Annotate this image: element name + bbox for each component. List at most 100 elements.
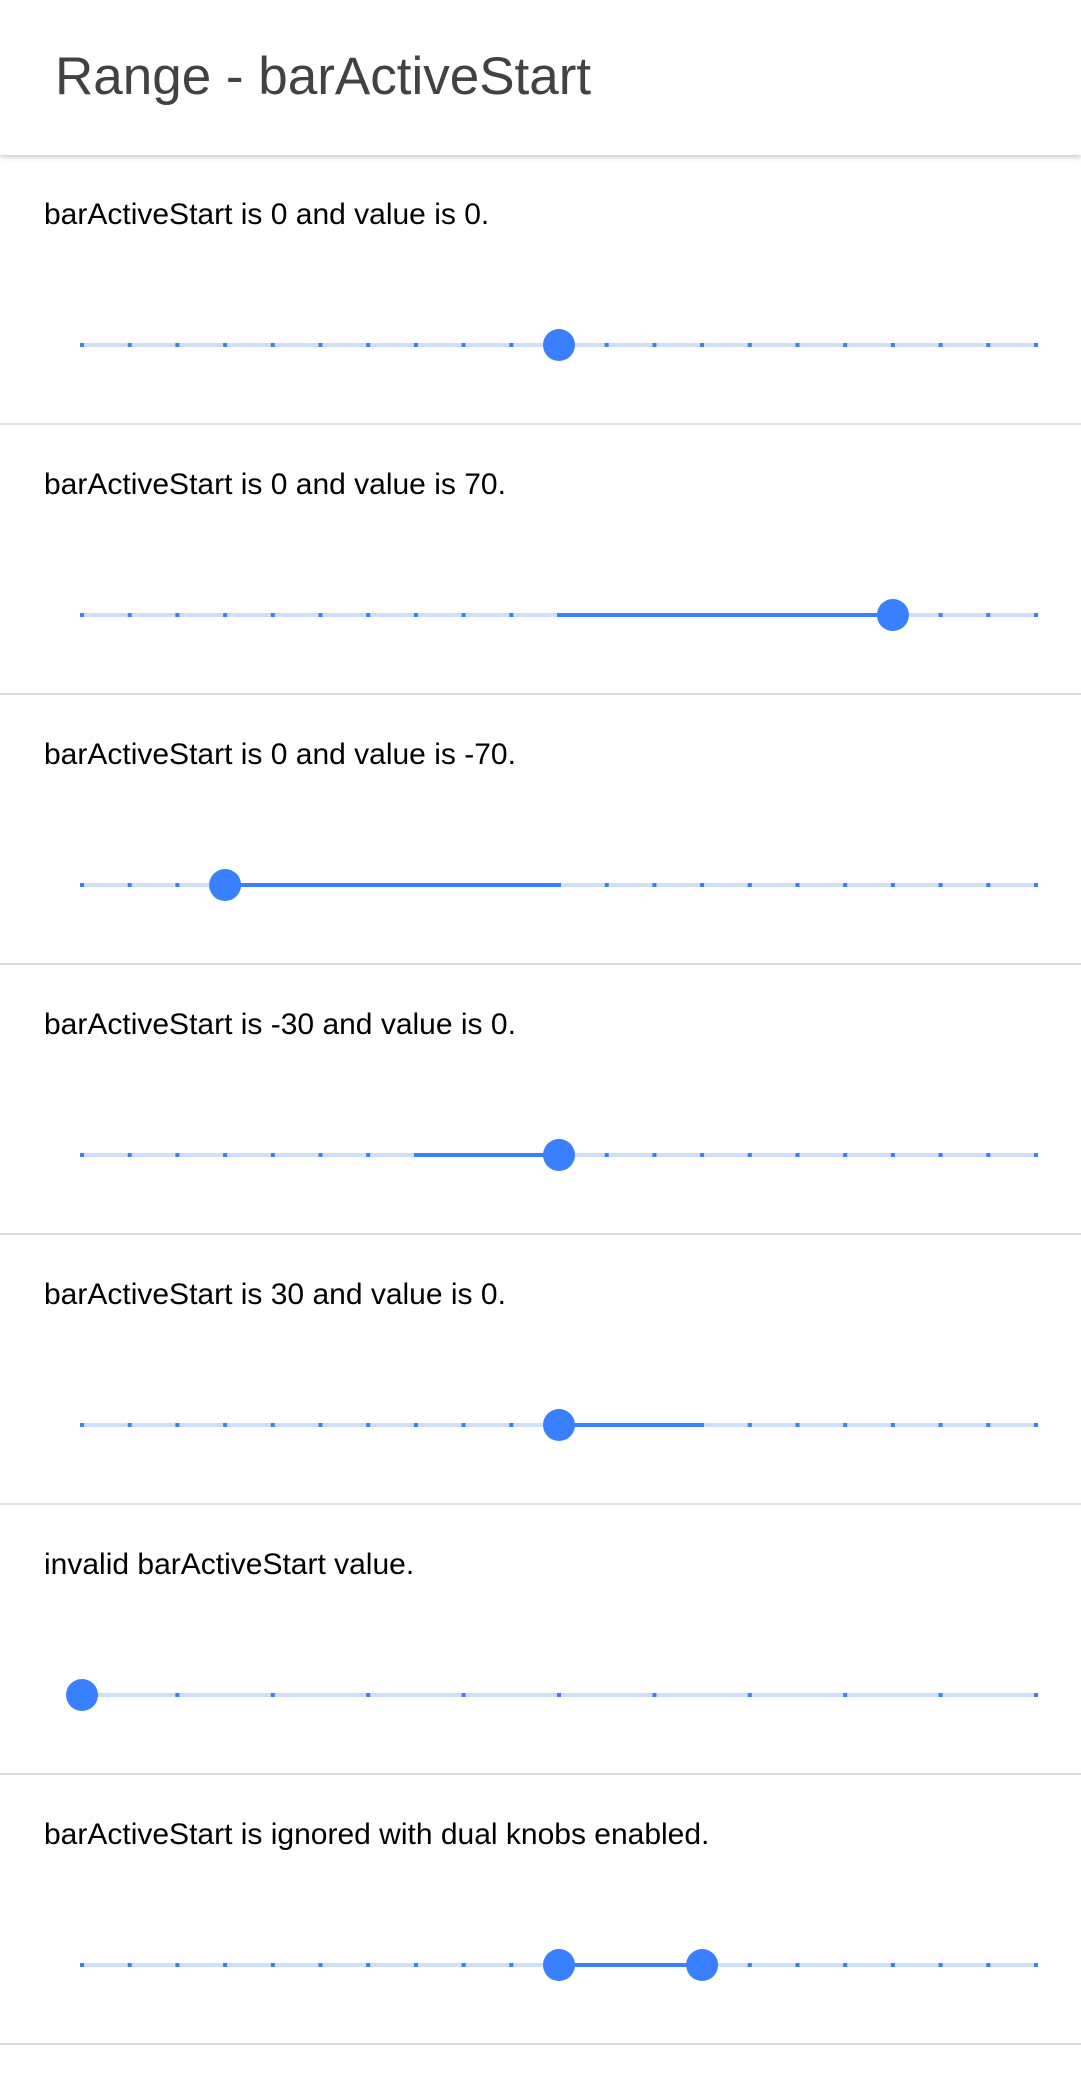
range-tick (986, 613, 991, 617)
range-tick (843, 613, 848, 617)
range-tick (747, 883, 752, 887)
range-slider[interactable] (0, 315, 1081, 375)
range-tick (175, 1423, 180, 1427)
range-tick (175, 883, 180, 887)
range-tick (890, 883, 895, 887)
range-tick (175, 1693, 180, 1697)
range-tick (223, 343, 228, 347)
range-tick (175, 343, 180, 347)
range-slider[interactable] (0, 1125, 1081, 1185)
range-tick (270, 883, 275, 887)
range-tick (652, 1153, 657, 1157)
list-item: barActiveStart is 0 and value is 0. (0, 155, 1081, 425)
range-list: barActiveStart is 0 and value is 0. barA… (0, 155, 1081, 2045)
range-tick (127, 1423, 132, 1427)
range-tick (127, 613, 132, 617)
range-tick (795, 613, 800, 617)
range-tick (413, 343, 418, 347)
range-tick (938, 1423, 943, 1427)
range-slider[interactable] (0, 585, 1081, 645)
range-tick (843, 343, 848, 347)
range-tick (509, 1423, 514, 1427)
range-slider[interactable] (0, 1395, 1081, 1455)
range-tick (747, 1423, 752, 1427)
range-tick (795, 1963, 800, 1967)
range-tick (413, 1963, 418, 1967)
range-tick (747, 343, 752, 347)
range-tick (986, 1153, 991, 1157)
range-tick (80, 1153, 84, 1157)
range-tick (413, 883, 418, 887)
range-tick (795, 883, 800, 887)
range-track-svg (80, 599, 1038, 631)
range-tick (270, 343, 275, 347)
range-tick (890, 343, 895, 347)
range-knob[interactable] (66, 1679, 98, 1711)
range-tick (1034, 1693, 1038, 1697)
range-track-svg (80, 1139, 1038, 1171)
range-knob[interactable] (876, 599, 909, 631)
range-tick (938, 613, 943, 617)
range-tick (747, 1963, 752, 1967)
range-tick (700, 1153, 705, 1157)
range-tick (652, 1963, 657, 1967)
range-tick (986, 1963, 991, 1967)
range-tick (700, 613, 705, 617)
range-tick (1034, 1423, 1038, 1427)
range-tick (604, 1423, 609, 1427)
range-tick (366, 883, 371, 887)
range-tick (986, 343, 991, 347)
range-tick (223, 1423, 228, 1427)
range-tick (509, 883, 514, 887)
range-tick (509, 1153, 514, 1157)
range-tick (80, 1963, 84, 1967)
range-tick (604, 343, 609, 347)
range-tick (795, 343, 800, 347)
range-tick (80, 883, 84, 887)
range-knob[interactable] (543, 1409, 575, 1441)
range-slider[interactable] (0, 855, 1081, 915)
range-tick (938, 1963, 943, 1967)
range-tick (366, 1423, 371, 1427)
range-tick (843, 1693, 848, 1697)
range-knob[interactable] (543, 329, 575, 361)
range-tick (270, 1423, 275, 1427)
list-item: barActiveStart is 0 and value is -70. (0, 695, 1081, 965)
range-tick (461, 1693, 466, 1697)
range-tick (270, 1963, 275, 1967)
range-tick (938, 1153, 943, 1157)
range-tick (127, 1963, 132, 1967)
range-tick (366, 1693, 371, 1697)
range-tick (700, 343, 705, 347)
range-knob[interactable] (543, 1139, 575, 1171)
range-label: barActiveStart is 0 and value is -70. (44, 738, 516, 771)
range-track-svg (80, 1409, 1038, 1441)
range-tick (1034, 613, 1038, 617)
range-knob-lower[interactable] (543, 1949, 575, 1981)
range-tick (461, 1963, 466, 1967)
range-slider[interactable] (0, 1935, 1081, 1995)
range-tick (557, 883, 561, 887)
range-label: barActiveStart is 0 and value is 70. (44, 468, 506, 501)
range-tick (843, 883, 848, 887)
list-item: invalid barActiveStart value. (0, 1505, 1081, 1775)
list-item: barActiveStart is ignored with dual knob… (0, 1775, 1081, 2045)
range-slider[interactable] (0, 1665, 1081, 1725)
range-tick (223, 613, 228, 617)
range-tick (843, 1963, 848, 1967)
range-knob-upper[interactable] (686, 1949, 719, 1981)
range-tick (747, 1693, 752, 1697)
range-tick (986, 1423, 991, 1427)
range-tick (747, 1153, 752, 1157)
range-label: barActiveStart is 30 and value is 0. (44, 1278, 506, 1311)
range-tick (175, 1153, 180, 1157)
range-tick (557, 613, 561, 617)
range-tick (461, 343, 466, 347)
range-tick (80, 1423, 84, 1427)
range-tick (175, 1963, 180, 1967)
range-tick (80, 613, 84, 617)
range-knob[interactable] (209, 869, 242, 901)
range-tick (80, 343, 84, 347)
range-tick (938, 343, 943, 347)
range-tick (1034, 343, 1038, 347)
